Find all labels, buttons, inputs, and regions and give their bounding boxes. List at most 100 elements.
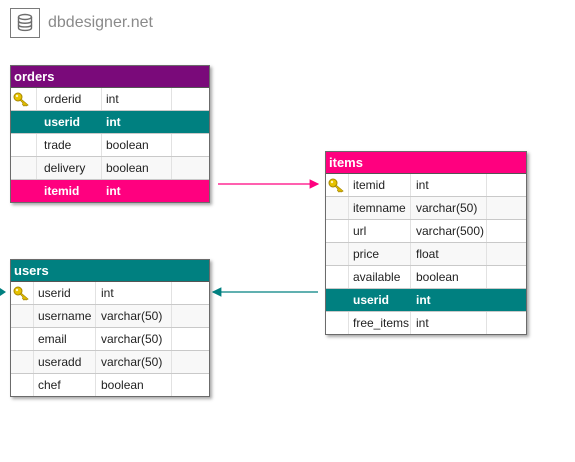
primary-key-icon [13, 91, 31, 107]
table-title-orders[interactable]: orders [11, 66, 209, 88]
column-divider [171, 351, 172, 373]
field-name: userid [44, 115, 81, 129]
column-divider [101, 88, 102, 110]
table-row[interactable]: price float [326, 243, 526, 266]
field-name: itemid [44, 184, 80, 198]
column-divider [95, 328, 96, 350]
column-divider [36, 134, 37, 156]
field-name: price [353, 247, 380, 261]
column-divider [348, 174, 349, 196]
logo: dbdesigner.net [10, 8, 153, 38]
table-title-items[interactable]: items [326, 152, 526, 174]
column-divider [410, 197, 411, 219]
column-divider [33, 305, 34, 327]
table-row[interactable]: useradd varchar(50) [11, 351, 209, 374]
column-divider [171, 305, 172, 327]
column-divider [348, 197, 349, 219]
column-divider [410, 220, 411, 242]
column-divider [171, 134, 172, 156]
column-divider [171, 328, 172, 350]
field-name: delivery [44, 161, 86, 175]
column-divider [486, 197, 487, 219]
column-divider [171, 157, 172, 179]
column-divider [33, 282, 34, 304]
column-divider [33, 374, 34, 396]
column-divider [95, 374, 96, 396]
field-name: userid [38, 286, 71, 300]
field-type: boolean [416, 270, 459, 284]
column-divider [95, 351, 96, 373]
table-row[interactable]: url varchar(500) [326, 220, 526, 243]
column-divider [486, 266, 487, 288]
primary-key-icon [328, 177, 346, 193]
table-title-users[interactable]: users [11, 260, 209, 282]
field-name: username [38, 309, 92, 323]
column-divider [410, 243, 411, 265]
table-row[interactable]: userid int [11, 111, 209, 134]
column-divider [410, 174, 411, 196]
field-type: varchar(50) [101, 332, 163, 346]
field-type: boolean [106, 161, 149, 175]
table-users[interactable]: users userid int username varchar(50) email v… [10, 259, 210, 397]
field-name: trade [44, 138, 72, 152]
field-type: int [416, 316, 429, 330]
column-divider [33, 328, 34, 350]
table-row[interactable]: itemid int [11, 180, 209, 202]
table-row[interactable]: delivery boolean [11, 157, 209, 180]
field-name: available [353, 270, 401, 284]
primary-key-icon [13, 285, 31, 301]
table-row[interactable]: orderid int [11, 88, 209, 111]
field-type: int [106, 184, 121, 198]
field-type: varchar(500) [416, 224, 485, 238]
field-name: useradd [38, 355, 82, 369]
column-divider [486, 243, 487, 265]
column-divider [348, 220, 349, 242]
field-type: varchar(50) [101, 309, 163, 323]
field-type: float [416, 247, 439, 261]
column-divider [101, 157, 102, 179]
field-name: free_items [353, 316, 410, 330]
column-divider [171, 282, 172, 304]
field-name: itemid [353, 178, 386, 192]
field-type: int [106, 92, 119, 106]
field-type: varchar(50) [101, 355, 163, 369]
field-name: email [38, 332, 67, 346]
table-row[interactable]: userid int [11, 282, 209, 305]
column-divider [348, 243, 349, 265]
column-divider [171, 88, 172, 110]
field-name: url [353, 224, 367, 238]
column-divider [101, 134, 102, 156]
column-divider [486, 312, 487, 334]
column-divider [410, 312, 411, 334]
column-divider [33, 351, 34, 373]
field-type: int [416, 178, 429, 192]
column-divider [410, 266, 411, 288]
table-row[interactable]: email varchar(50) [11, 328, 209, 351]
table-row[interactable]: userid int [326, 289, 526, 312]
table-row[interactable]: available boolean [326, 266, 526, 289]
column-divider [95, 305, 96, 327]
field-name: orderid [44, 92, 82, 106]
table-row[interactable]: itemid int [326, 174, 526, 197]
field-type: int [101, 286, 114, 300]
table-row[interactable]: username varchar(50) [11, 305, 209, 328]
field-name: itemname [353, 201, 406, 215]
column-divider [36, 157, 37, 179]
column-divider [95, 282, 96, 304]
column-divider [486, 174, 487, 196]
field-name: userid [353, 293, 390, 307]
field-type: boolean [101, 378, 144, 392]
column-divider [36, 88, 37, 110]
table-row[interactable]: free_items int [326, 312, 526, 334]
database-icon [10, 8, 40, 38]
column-divider [171, 374, 172, 396]
field-type: int [416, 293, 431, 307]
logo-text: dbdesigner.net [48, 14, 153, 31]
field-type: int [106, 115, 121, 129]
